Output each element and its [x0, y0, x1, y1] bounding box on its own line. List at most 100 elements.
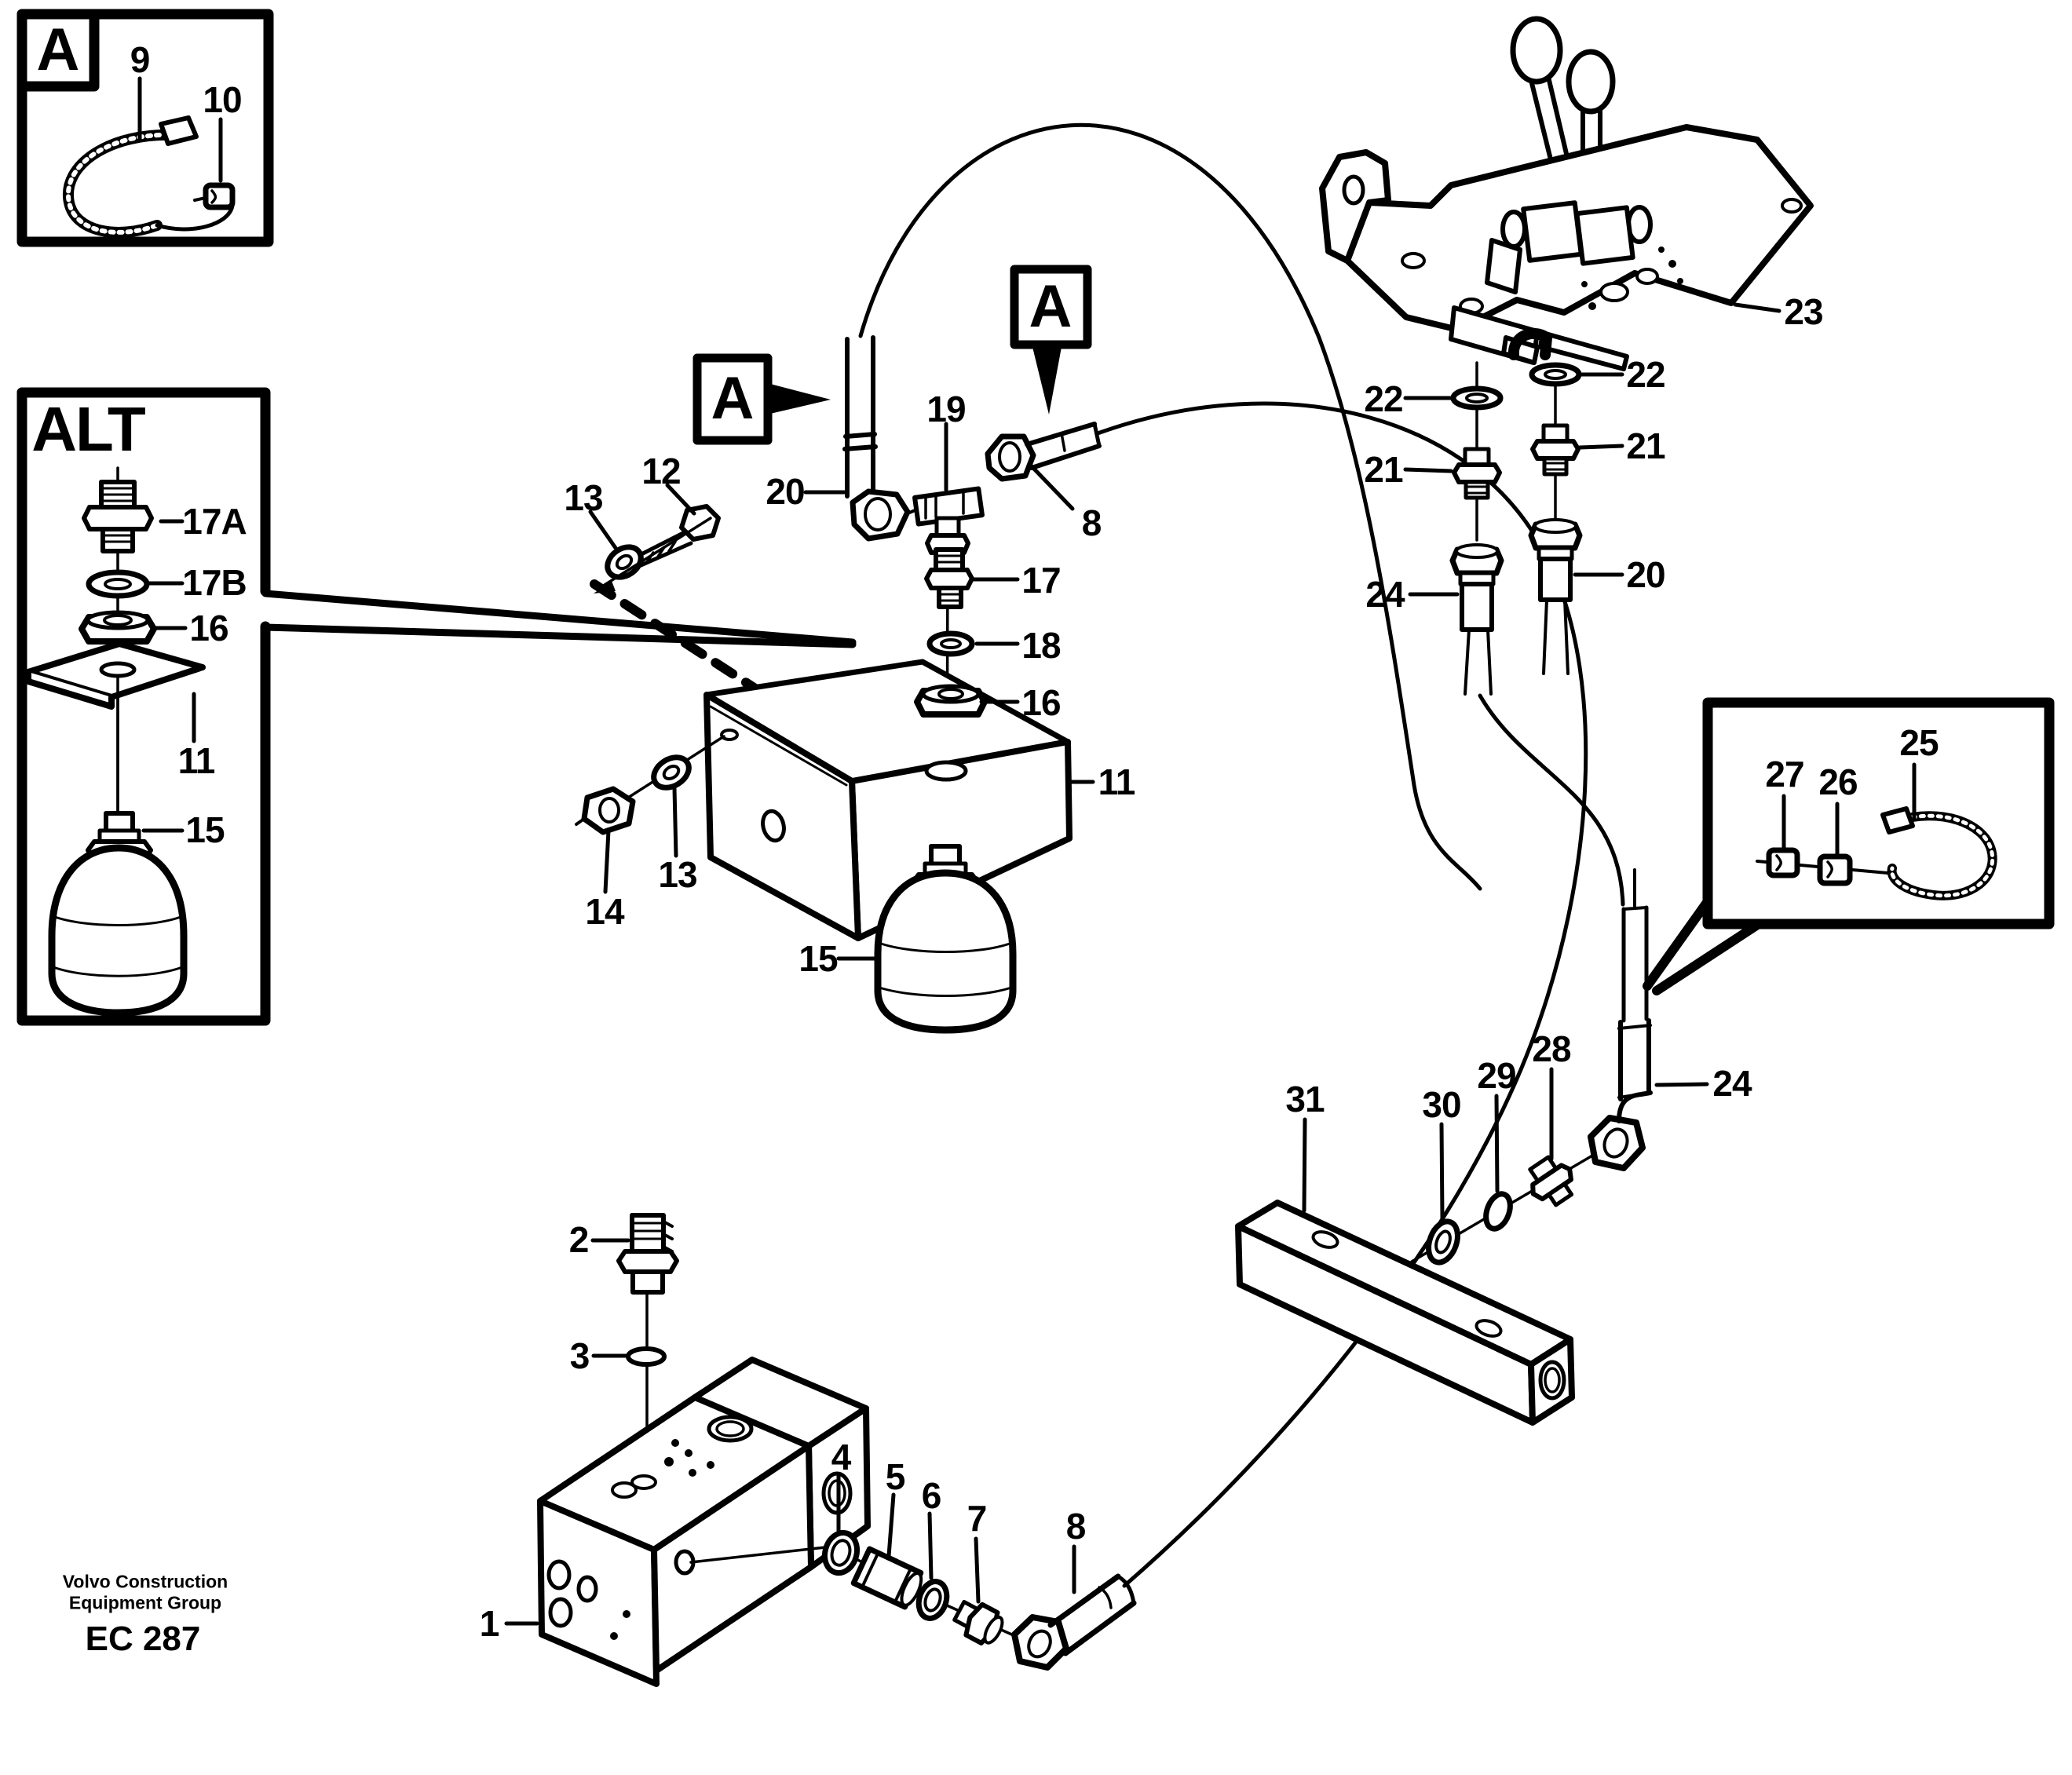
part-label-17a: 17A — [182, 501, 247, 542]
part-label-20-hose: 20 — [766, 471, 805, 512]
leader-31 — [1302, 1117, 1307, 1213]
clip-10-drawing — [193, 182, 236, 210]
leader-21-right — [1577, 444, 1624, 450]
part-label-15: 15 — [798, 938, 838, 979]
part-label-4: 4 — [831, 1437, 852, 1477]
washer-18-drawing — [926, 630, 975, 657]
part-label-30: 30 — [1422, 1084, 1461, 1125]
detail-a-ref2-letter: A — [1029, 273, 1073, 340]
footer-figure-code: EC 287 — [85, 1620, 201, 1658]
part-label-13-bolt: 13 — [564, 477, 603, 518]
part-label-10: 10 — [203, 79, 242, 120]
part-label-16-alt: 16 — [189, 608, 228, 648]
elbow-24-drawing — [1588, 868, 1653, 1171]
part-label-28: 28 — [1532, 1028, 1571, 1069]
part-label-19: 19 — [926, 389, 966, 429]
accumulator-15-drawing — [874, 844, 1017, 1034]
leader-29 — [1494, 1094, 1500, 1193]
alt-pointer-lines — [261, 590, 857, 648]
part-label-24-upper: 24 — [1365, 574, 1405, 615]
detail-a-ref1-letter: A — [711, 365, 755, 432]
part-label-17: 17 — [1021, 560, 1061, 601]
footer-brand-line1: Volvo Construction — [62, 1571, 228, 1592]
leader-6 — [927, 1511, 934, 1580]
part-label-8-hose: 8 — [1081, 502, 1102, 543]
leader-13-bolt — [588, 509, 618, 550]
fitting-7-drawing — [952, 1599, 1004, 1645]
part-label-1: 1 — [479, 1603, 500, 1644]
detail-a-title-cell — [16, 9, 100, 92]
part-label-29: 29 — [1477, 1055, 1516, 1096]
detail-ref-a1-arrow — [770, 384, 831, 414]
part-label-25: 25 — [1899, 722, 1939, 763]
center-assembly — [575, 265, 1102, 1034]
valve-block-assembly — [504, 1213, 1137, 1687]
detail-ref-a2-arrow — [1032, 347, 1062, 415]
part-label-17b: 17B — [182, 562, 247, 603]
part-label-7: 7 — [967, 1498, 988, 1539]
leader-14 — [603, 828, 611, 894]
leader-21-left — [1403, 467, 1453, 473]
fitting-21-right-drawing — [1530, 423, 1580, 477]
manifold-bar-31-drawing — [1235, 1200, 1575, 1426]
alt-box-letter: ALT — [31, 394, 146, 464]
part-label-24-manifold: 24 — [1712, 1063, 1752, 1104]
part-label-5: 5 — [885, 1456, 906, 1497]
part-label-14: 14 — [585, 891, 624, 932]
manifold-assembly — [1235, 868, 1709, 1426]
tie-position-mark — [1508, 328, 1552, 360]
under-lever-columns — [1403, 361, 1624, 696]
fitting-8-drawing — [985, 422, 1102, 482]
part-label-23: 23 — [1784, 291, 1823, 332]
part-label-6: 6 — [921, 1475, 942, 1516]
part-label-22-right: 22 — [1626, 354, 1665, 395]
leader-7 — [974, 1536, 981, 1604]
hose-20-upper-drawing — [1528, 518, 1583, 675]
part-label-27: 27 — [1765, 754, 1804, 794]
part-label-22-left: 22 — [1364, 378, 1403, 419]
detail-ref-a1-box — [692, 353, 773, 445]
part-label-16: 16 — [1021, 682, 1061, 723]
part-label-18: 18 — [1021, 625, 1061, 666]
nut-16-drawing — [914, 684, 988, 718]
part-label-9: 9 — [130, 39, 151, 80]
fitting-17a-drawing — [82, 480, 154, 553]
detail-box-a — [16, 9, 274, 247]
part-label-26: 26 — [1818, 761, 1858, 802]
part-label-21-right: 21 — [1626, 425, 1665, 466]
footer-brand-line2: Equipment Group — [68, 1592, 222, 1613]
bolt-12-washer-13-drawing — [594, 504, 721, 593]
part-label-8-valve: 8 — [1065, 1506, 1087, 1547]
lever-assembly-drawing — [1319, 16, 1814, 371]
detail-ref-a2-box — [1010, 265, 1092, 349]
part-label-11: 11 — [1098, 761, 1136, 802]
part-label-15-alt: 15 — [185, 809, 225, 850]
leader-13-bracket — [672, 786, 678, 858]
alt-box — [16, 387, 271, 1026]
elbow-8-drawing — [1011, 1573, 1137, 1671]
clip-26-drawing — [1817, 853, 1853, 886]
fitting-17-drawing — [924, 547, 974, 609]
part-label-11-alt: 11 — [177, 740, 216, 781]
detail-a-box-letter: A — [36, 16, 80, 83]
part-label-12: 12 — [641, 451, 681, 491]
nut-16-alt-drawing — [79, 610, 157, 645]
elbow-20-drawing — [850, 488, 920, 542]
bracket-11-alt-drawing — [25, 641, 206, 820]
washer-17b-drawing — [86, 569, 150, 599]
clip-27-drawing — [1766, 847, 1800, 878]
leader-5 — [886, 1492, 896, 1558]
tee-fitting-19-drawing — [912, 486, 985, 555]
part-label-21-left: 21 — [1364, 449, 1403, 490]
part-label-20-right: 20 — [1626, 554, 1665, 595]
part-label-3: 3 — [569, 1335, 590, 1376]
hose-20-stub-drawing — [842, 335, 878, 499]
fitting-28-drawing — [1528, 1155, 1574, 1207]
leader-23 — [1733, 302, 1781, 313]
part-label-13-bracket: 13 — [658, 854, 697, 895]
fitting-21-left-drawing — [1452, 447, 1502, 500]
coupling-5-drawing — [850, 1546, 924, 1610]
cable-tie-25-drawing — [1880, 806, 1997, 900]
leader-8-hose — [1028, 462, 1075, 511]
